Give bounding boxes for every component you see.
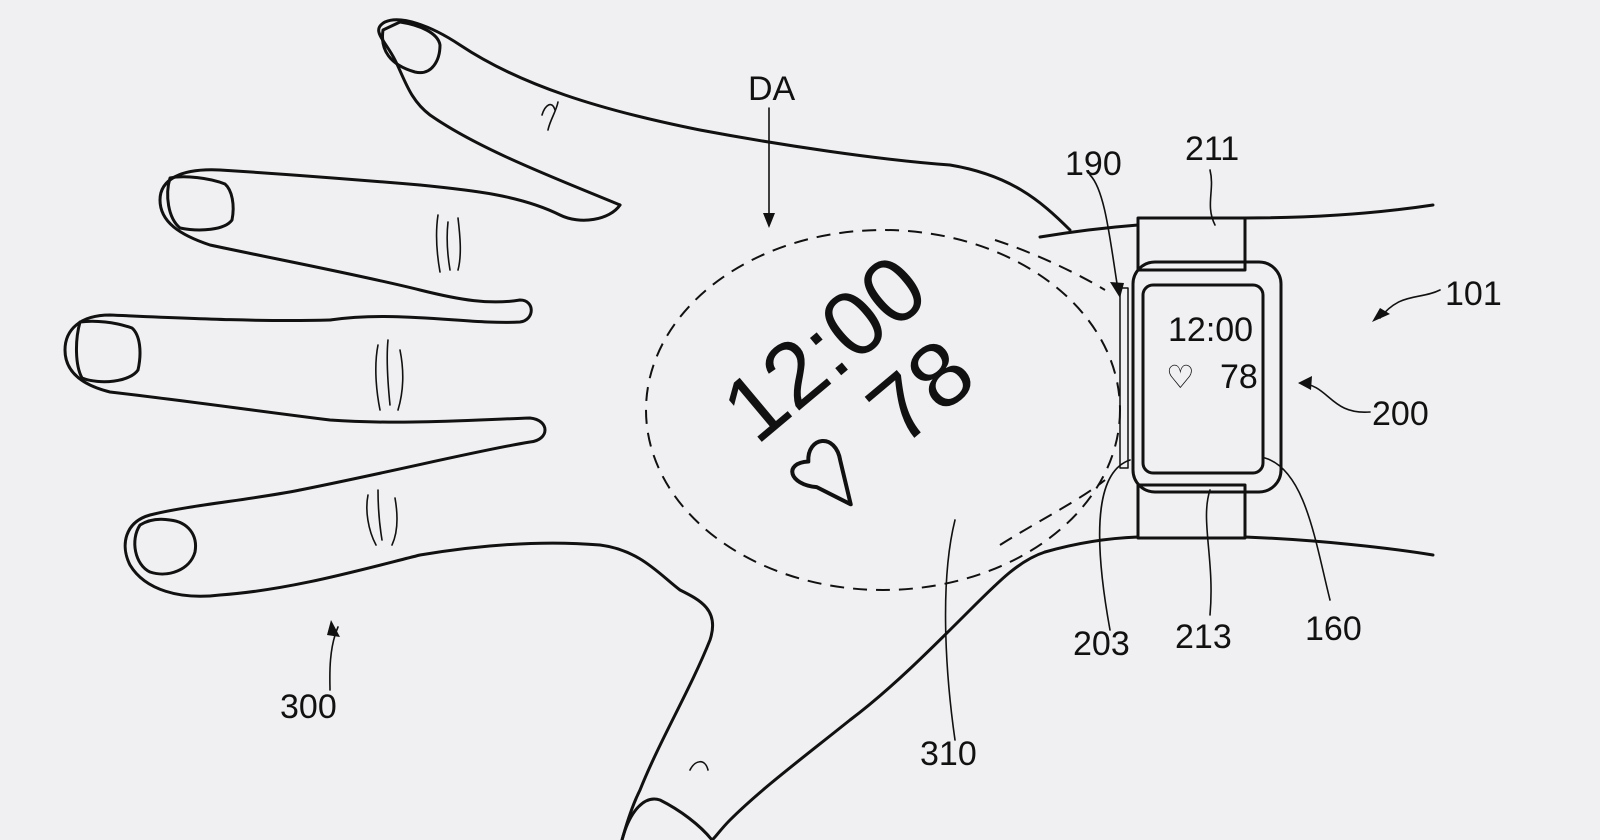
hand: [63, 18, 1435, 840]
projector-window: [1119, 287, 1129, 469]
label-101: 101: [1445, 275, 1502, 313]
label-160: 160: [1305, 610, 1362, 648]
watch-heart-icon: ♡: [1166, 359, 1195, 395]
smartwatch: 12:00 ♡ 78: [1119, 216, 1283, 540]
label-211: 211: [1185, 130, 1239, 168]
label-200: 200: [1372, 395, 1429, 433]
projected-heart-icon: [790, 439, 853, 507]
watch-heart-rate: 78: [1220, 358, 1258, 396]
reference-labels: DA 190 211 101 200 203 213 160 300 310: [280, 70, 1502, 773]
label-203: 203: [1073, 625, 1130, 663]
label-300: 300: [280, 688, 337, 726]
watch-time: 12:00: [1168, 311, 1253, 349]
label-213: 213: [1175, 618, 1232, 656]
label-310: 310: [920, 735, 977, 773]
projected-display-area: 12:00 78: [645, 229, 1121, 591]
projected-image: 12:00 78: [704, 236, 993, 507]
label-190: 190: [1065, 145, 1122, 183]
label-DA: DA: [748, 70, 796, 108]
leader-lines: [327, 107, 1441, 741]
